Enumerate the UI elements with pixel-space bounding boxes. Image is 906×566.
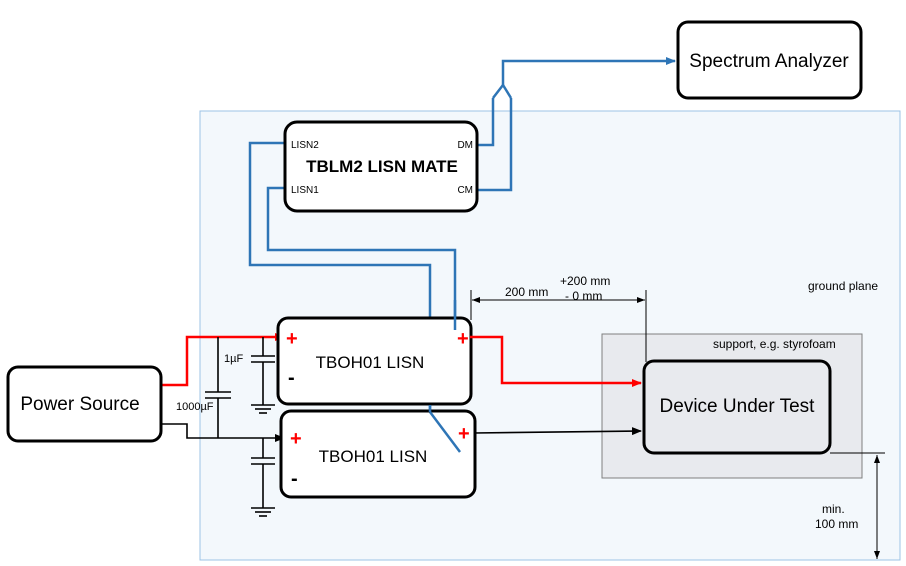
red-output-wire	[470, 335, 642, 387]
ground-plane-label: ground plane	[808, 279, 878, 293]
tolerance-plus-label: +200 mm	[560, 274, 610, 288]
filter-capacitors	[205, 337, 275, 517]
lisn-top-output-plus: +	[457, 328, 469, 350]
lisn-top-box	[276, 316, 473, 406]
port-lisn2-label: LISN2	[291, 140, 319, 151]
lisn-top-input-plus: +	[286, 328, 298, 350]
spectrum-analyzer-box	[676, 20, 863, 100]
lisn-bottom-input-plus: +	[290, 428, 302, 450]
power-source-box	[6, 365, 163, 443]
cap-1uf-label: 1µF	[224, 353, 243, 365]
lisn-bottom-box	[279, 409, 477, 499]
black-input-wire	[162, 423, 285, 442]
lisn-bottom-label: TBOH01 LISN	[319, 447, 428, 466]
distance-label: 200 mm	[505, 285, 548, 299]
lisn-mate-box	[283, 120, 479, 213]
port-cm-label: CM	[457, 185, 473, 196]
power-source-label: Power Source	[20, 394, 139, 415]
lisn-cable-ends	[428, 300, 461, 453]
min-label: min.	[822, 502, 845, 516]
lisn-mate-title: TBLM2 LISN MATE	[306, 157, 458, 176]
port-lisn1-label: LISN1	[291, 185, 319, 196]
tolerance-minus-label: - 0 mm	[565, 289, 602, 303]
spectrum-analyzer-label: Spectrum Analyzer	[689, 51, 849, 72]
black-output-wire	[473, 427, 642, 436]
lisn-top-input-minus: -	[288, 367, 295, 389]
cap-1000uf-label: 1000µF	[176, 401, 214, 413]
support-label: support, e.g. styrofoam	[713, 337, 836, 351]
distance-dimension	[470, 290, 647, 362]
port-dm-label: DM	[457, 140, 473, 151]
dut-box	[642, 359, 832, 455]
lisn-bottom-input-minus: -	[291, 468, 298, 490]
dut-label: Device Under Test	[660, 396, 816, 417]
min-value-label: 100 mm	[815, 517, 858, 531]
lisn-top-label: TBOH01 LISN	[316, 353, 425, 372]
height-dimension	[830, 452, 885, 559]
lisn-bottom-output-plus: +	[458, 423, 470, 445]
red-input-wire	[162, 333, 285, 387]
